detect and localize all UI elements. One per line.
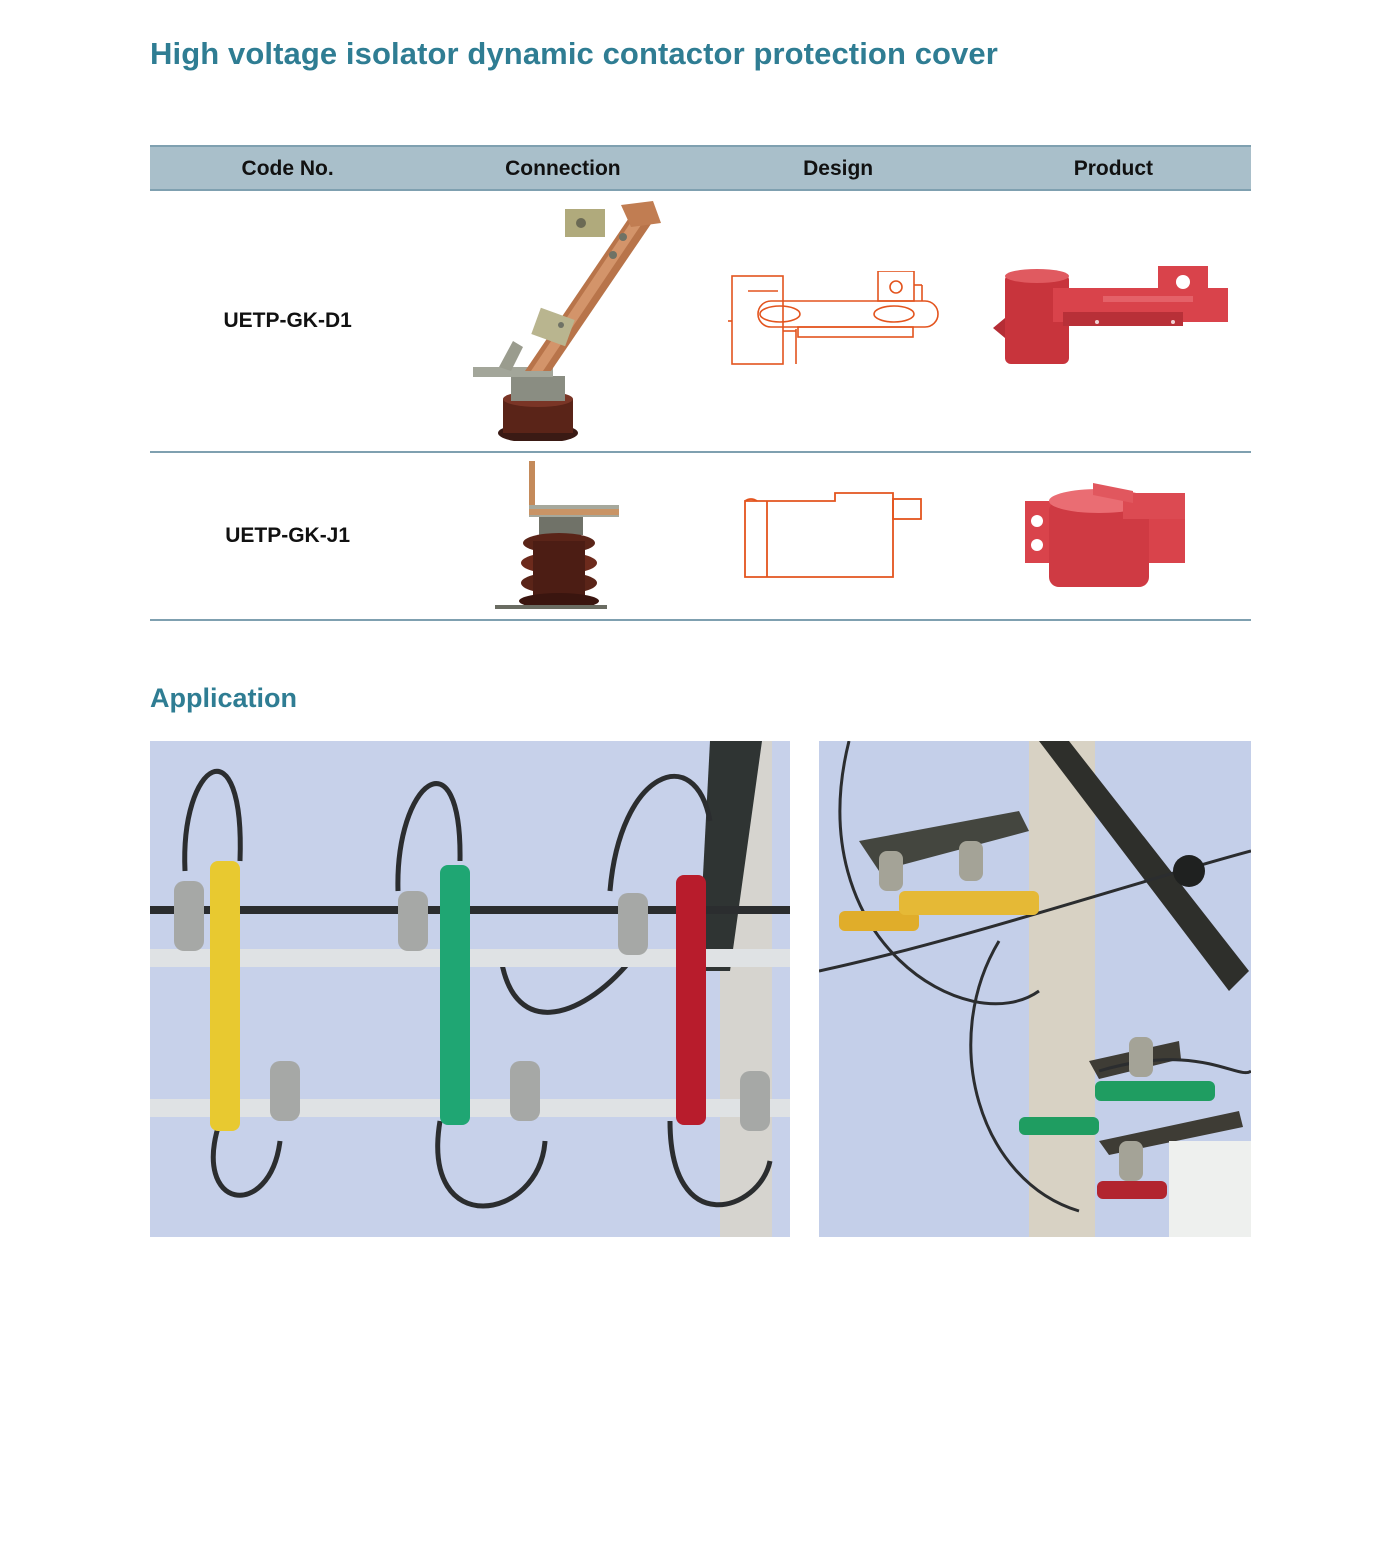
design-drawing-d1 xyxy=(728,271,939,365)
product-cell xyxy=(976,453,1251,619)
application-photo-icon xyxy=(819,741,1251,1237)
isolator-contact-photo-d1 xyxy=(472,201,661,441)
product-cell xyxy=(976,191,1251,451)
product-cover-photo-d1 xyxy=(993,266,1229,364)
application-photo-left xyxy=(150,741,790,1237)
table-row: UETP-GK-J1 xyxy=(150,453,1251,621)
connection-cell xyxy=(425,453,700,619)
page-title: High voltage isolator dynamic contactor … xyxy=(150,36,998,71)
table-header: Code No. Connection Design Product xyxy=(150,145,1251,191)
code-cell: UETP-GK-J1 xyxy=(150,453,425,619)
product-cover-photo-j1 xyxy=(1025,483,1186,587)
application-title: Application xyxy=(150,683,297,713)
table-row: UETP-GK-D1 xyxy=(150,191,1251,453)
spec-table: Code No. Connection Design Product UETP-… xyxy=(150,145,1251,621)
connection-cell xyxy=(425,191,700,451)
design-cell xyxy=(701,453,976,619)
design-cell xyxy=(701,191,976,451)
header-design: Design xyxy=(803,157,874,180)
application-photo-icon xyxy=(150,741,790,1237)
design-drawing-j1 xyxy=(744,492,923,578)
header-code: Code No. xyxy=(241,157,334,180)
code-cell: UETP-GK-D1 xyxy=(150,191,425,451)
header-product: Product xyxy=(1073,157,1154,180)
header-connection: Connection xyxy=(505,157,621,180)
code-value: UETP-GK-D1 xyxy=(223,309,352,332)
code-value: UETP-GK-J1 xyxy=(225,524,351,547)
isolator-contact-photo-j1 xyxy=(494,461,619,609)
application-photo-right xyxy=(819,741,1251,1237)
